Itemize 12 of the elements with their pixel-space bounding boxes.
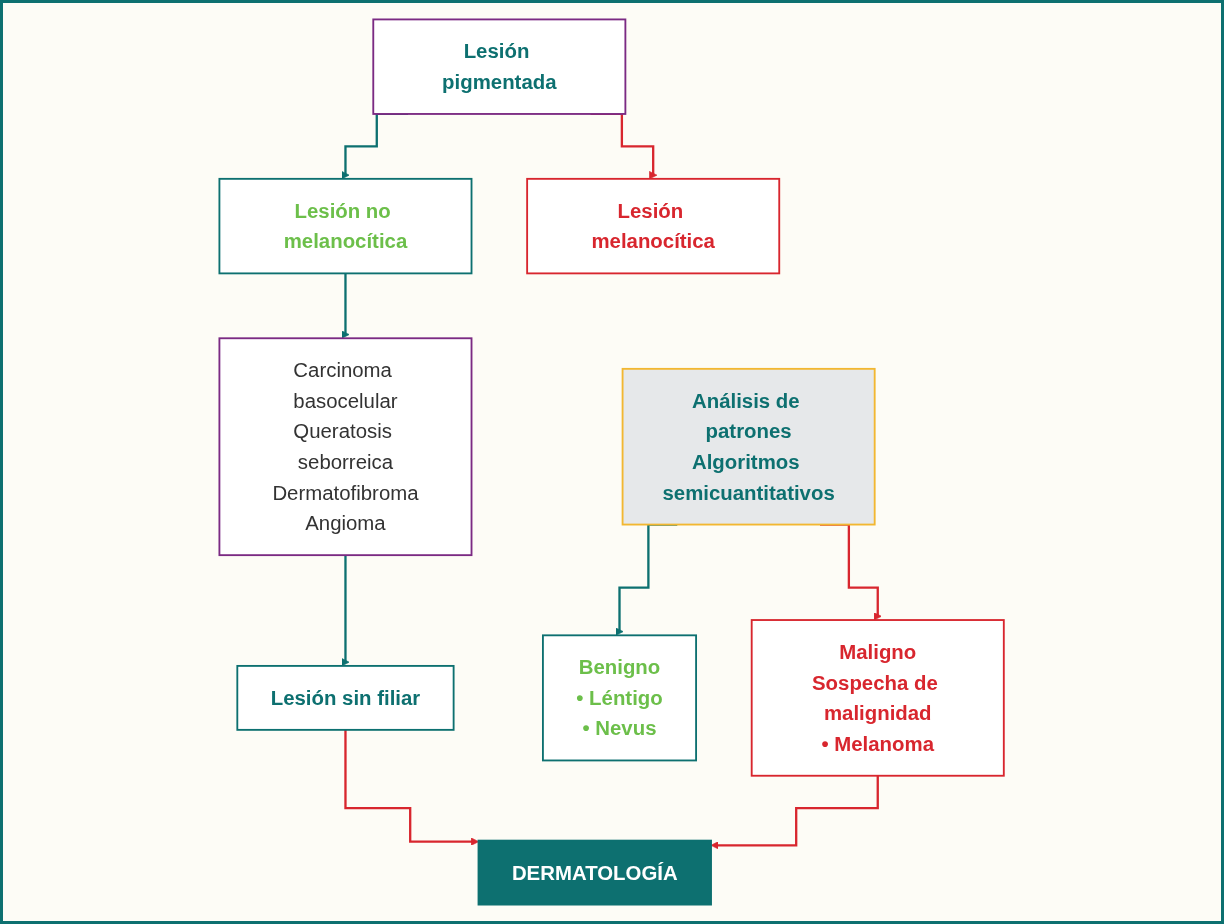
- node-box: Lesión sin filiar: [236, 665, 455, 731]
- node-box: Lesión no melanocítica: [218, 177, 473, 275]
- node-box: DERMATOLOGÍA: [477, 839, 713, 906]
- arrow: [710, 774, 880, 850]
- node-box: Maligno Sospecha de malignidad • Melanoma: [751, 619, 1006, 777]
- node-box: Análisis de patrones Algoritmos semicuantitativos: [622, 367, 876, 526]
- node-box: Benigno • Léntigo • Nevus: [542, 634, 698, 762]
- node-box: Lesión melanocítica: [526, 177, 781, 275]
- node-box: Lesión pigmentada: [372, 18, 627, 115]
- arrow: [341, 272, 350, 339]
- node-box: Carcinoma basocelular Queratosis seborreica Dermatofibroma Angioma: [218, 337, 473, 557]
- arrow: [341, 554, 350, 667]
